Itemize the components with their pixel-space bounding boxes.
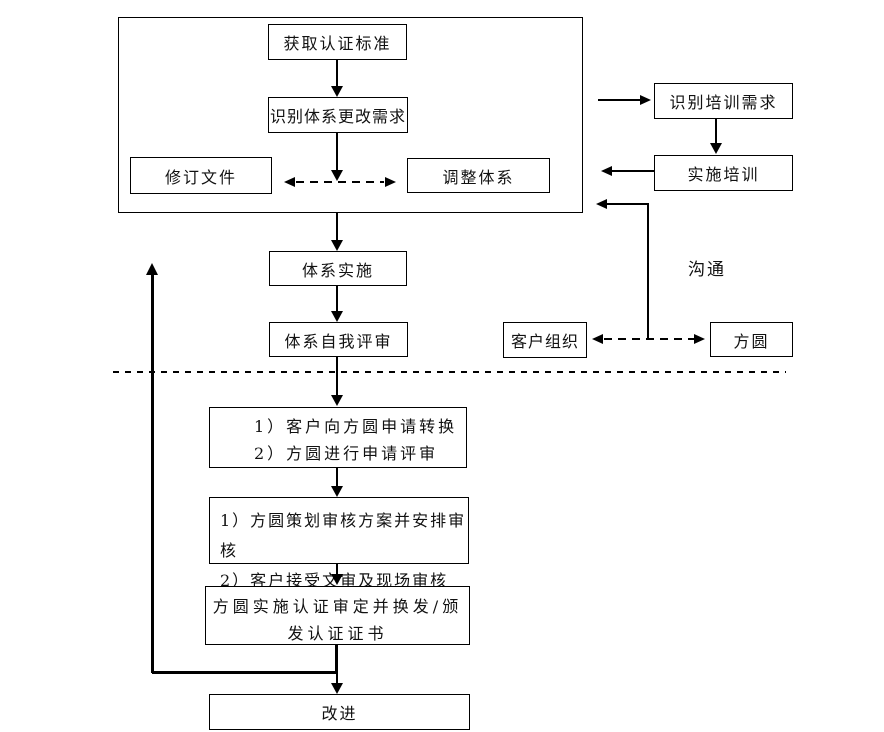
node-adjust-system-label: 调整体系 [442,167,515,187]
node-fangyuan-label: 方圆 [733,331,770,351]
node-system-self-review: 体系自我评审 [269,322,408,357]
connector-trainingneed-to-training [715,119,717,143]
arrowhead-down-icon [331,311,343,322]
node-certify-issue-line2: 发认证证书 [287,624,388,643]
dashed-connector-customer-fangyuan [604,338,694,340]
connector-junction-to-improve [336,673,338,684]
node-identify-change-need-label: 识别体系更改需求 [269,107,406,126]
arrowhead-left-icon [596,199,607,209]
feedback-left-line [151,275,154,673]
node-certify-issue-line1: 方圆实施认证审定并换发/颁 [212,597,463,616]
node-identify-training-need: 识别培训需求 [654,83,793,119]
arrowhead-left-icon [601,166,612,176]
arrowhead-down-icon [331,240,343,251]
connector-certify-to-junction [335,645,338,673]
node-customer-organization: 客户组织 [503,322,587,358]
connector-selfreview-to-apply [336,357,338,396]
arrowhead-down-icon [331,683,343,694]
node-plan-audit-line1: 1）方圆策划审核方案并安排审核 [220,511,467,560]
arrowhead-down-icon [331,86,343,97]
connector-obtain-to-change [336,60,338,87]
node-improve-label: 改进 [321,704,358,723]
connector-change-to-dashed [336,133,338,170]
connector-audit-to-certify [336,564,338,575]
node-system-implementation: 体系实施 [269,251,407,286]
node-implement-training: 实施培训 [654,155,793,191]
connector-group-to-training [598,99,640,101]
arrowhead-down-icon [331,574,343,585]
node-revise-documents: 修订文件 [130,157,272,194]
node-system-implementation-label: 体系实施 [301,260,374,280]
arrowhead-down-icon [710,143,722,154]
node-apply-transfer: 1）客户向方圆申请转换 2）方圆进行申请评审 [209,407,467,468]
arrowhead-up-icon [146,263,158,275]
node-identify-change-need: 识别体系更改需求 [268,97,408,133]
node-adjust-system: 调整体系 [407,158,550,193]
arrowhead-left-icon [284,177,295,187]
node-customer-organization-label: 客户组织 [510,332,579,351]
communication-elbow-vertical [647,203,649,340]
arrowhead-left-icon [592,334,603,344]
node-obtain-standard: 获取认证标准 [268,24,407,60]
arrowhead-down-icon [331,170,343,181]
node-plan-audit: 1）方圆策划审核方案并安排审核 2）客户接受文审及现场审核 [209,497,469,590]
arrowhead-right-icon [385,177,396,187]
connector-apply-to-audit [336,468,338,486]
communication-elbow-horizontal [607,203,649,205]
node-apply-transfer-line2: 2）方圆进行申请评审 [254,444,439,463]
communication-label: 沟通 [688,260,726,280]
node-improve: 改进 [209,694,470,730]
connector-training-to-group [612,170,654,172]
node-obtain-standard-label: 获取认证标准 [283,34,392,53]
node-identify-training-need-label: 识别培训需求 [669,93,778,112]
node-implement-training-label: 实施培训 [687,165,760,184]
arrowhead-right-icon [640,95,651,105]
node-fangyuan: 方圆 [710,322,793,357]
phase-separator-dashed-line [113,371,786,373]
node-certify-issue: 方圆实施认证审定并换发/颁 发认证证书 [205,586,470,645]
top-group-box [118,17,583,213]
arrowhead-right-icon [694,334,705,344]
connector-group-to-implementation [336,213,338,240]
arrowhead-down-icon [331,395,343,406]
node-system-self-review-label: 体系自我评审 [284,331,393,351]
arrowhead-down-icon [331,486,343,497]
dashed-connector-revise-adjust [296,181,384,183]
connector-implementation-to-selfreview [336,286,338,311]
node-revise-documents-label: 修订文件 [164,167,237,187]
feedback-bottom-line [152,671,337,674]
node-apply-transfer-line1: 1）客户向方圆申请转换 [254,417,458,436]
